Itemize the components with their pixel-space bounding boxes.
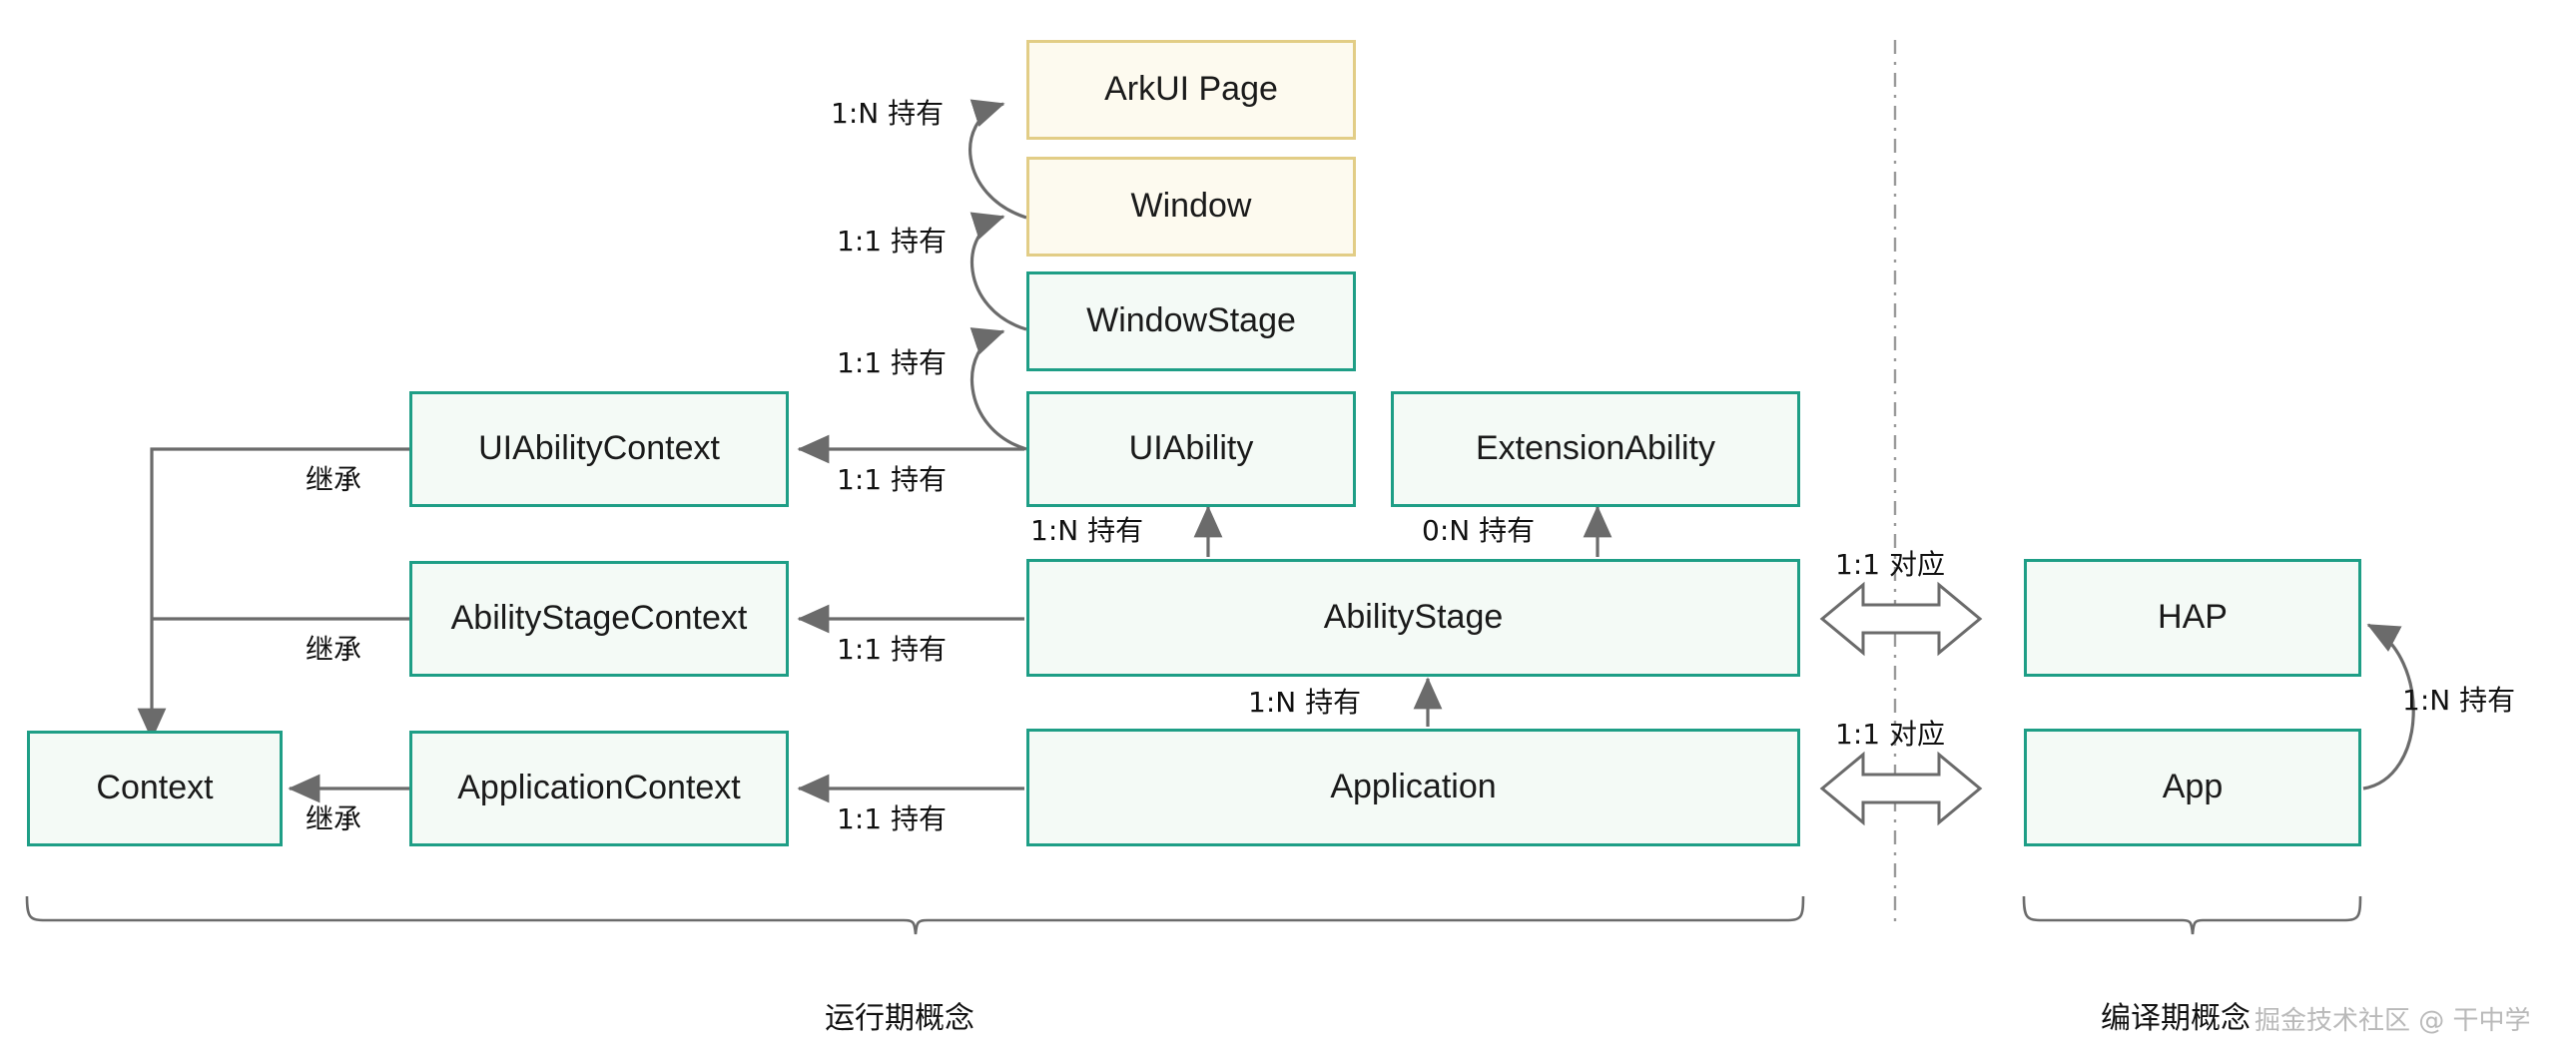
node-app[interactable]: App [2024, 729, 2361, 846]
edge-label-abilitystage-to-uiability: 1:N 持有 [1030, 514, 1144, 547]
brace-runtime [25, 895, 1805, 935]
edge-label-application-to-context: 1:1 持有 [837, 802, 947, 835]
edge-label-map-app: 1:1 对应 [1835, 718, 1945, 751]
node-arkui-page-label: ArkUI Page [1104, 70, 1278, 109]
edge-label-abilitystage-to-extension: 0:N 持有 [1422, 514, 1536, 547]
edge-label-application-to-abilitystage: 1:N 持有 [1248, 686, 1362, 719]
node-extension-ability-label: ExtensionAbility [1475, 429, 1715, 468]
brace-compile [2022, 895, 2362, 935]
node-hap[interactable]: HAP [2024, 559, 2361, 677]
edge-label-stage-from-ability: 1:1 持有 [837, 346, 947, 379]
edge-window-to-arkui-page [968, 99, 1027, 220]
edge-label-page-from-window: 1:N 持有 [831, 97, 945, 130]
node-ability-stage-context-label: AbilityStageContext [450, 599, 748, 638]
node-context[interactable]: Context [27, 731, 283, 846]
edge-label-map-hap: 1:1 对应 [1835, 548, 1945, 581]
node-window-stage[interactable]: WindowStage [1026, 271, 1356, 371]
node-ability-stage-label: AbilityStage [1323, 598, 1504, 637]
node-ability-stage-context[interactable]: AbilityStageContext [409, 561, 789, 677]
edge-inherit-uiabilitycontext [137, 447, 409, 741]
node-app-label: App [2162, 768, 2224, 806]
edge-abilitystage-maps-hap [1819, 581, 1983, 657]
node-ui-ability-context[interactable]: UIAbilityContext [409, 391, 789, 507]
node-extension-ability[interactable]: ExtensionAbility [1391, 391, 1800, 507]
node-ability-stage[interactable]: AbilityStage [1026, 559, 1800, 677]
edge-uiability-to-windowstage [969, 327, 1027, 451]
edge-label-app-holds-hap: 1:N 持有 [2402, 684, 2516, 717]
node-arkui-page[interactable]: ArkUI Page [1026, 40, 1356, 140]
edge-label-abilitystage-to-context: 1:1 持有 [837, 633, 947, 666]
node-ui-ability-context-label: UIAbilityContext [478, 429, 720, 468]
node-window-stage-label: WindowStage [1086, 301, 1296, 340]
caption-runtime: 运行期概念 [825, 1001, 974, 1036]
edge-application-maps-app [1819, 751, 1983, 826]
node-window[interactable]: Window [1026, 157, 1356, 257]
node-ui-ability-label: UIAbility [1128, 429, 1254, 468]
edge-label-window-from-stage: 1:1 持有 [837, 225, 947, 258]
node-application-context[interactable]: ApplicationContext [409, 731, 789, 846]
node-context-label: Context [96, 769, 214, 807]
node-ui-ability[interactable]: UIAbility [1026, 391, 1356, 507]
watermark: 掘金技术社区 @ 干中学 [2254, 1006, 2531, 1036]
node-application-context-label: ApplicationContext [457, 769, 741, 807]
edge-label-inherit-uiability: 继承 [306, 463, 362, 496]
edge-windowstage-to-window [969, 212, 1027, 331]
edge-label-uiability-to-context: 1:1 持有 [837, 463, 947, 496]
node-hap-label: HAP [2158, 598, 2228, 637]
node-window-label: Window [1130, 187, 1252, 226]
edge-label-inherit-application: 继承 [306, 802, 362, 835]
edge-label-inherit-abilitystage: 继承 [306, 633, 362, 666]
node-application-label: Application [1330, 768, 1497, 806]
node-application[interactable]: Application [1026, 729, 1800, 846]
caption-compile: 编译期概念 [2101, 1001, 2251, 1036]
